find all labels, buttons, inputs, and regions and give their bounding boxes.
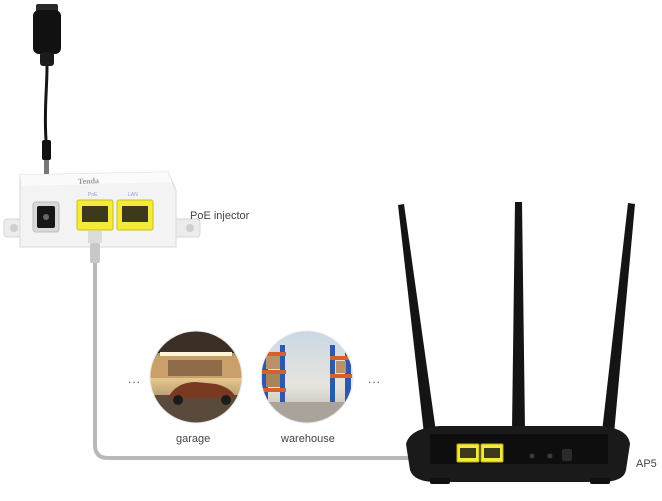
ellipsis-right: ... <box>368 372 382 386</box>
poe-injector-label: PoE injector <box>190 210 250 222</box>
injector-port-poe-label: PoE <box>88 192 98 198</box>
ellipsis-left: ... <box>128 372 142 386</box>
ethernet-cable <box>88 231 454 464</box>
router-ap5 <box>398 202 635 484</box>
injector-port-lan-label: LAN <box>128 192 138 198</box>
poe-injector <box>3 171 201 248</box>
garage-scene <box>150 331 242 423</box>
power-adapter <box>33 4 61 184</box>
warehouse-label: warehouse <box>281 433 335 445</box>
garage-label: garage <box>176 433 211 445</box>
ap5-label: AP5 <box>636 458 657 470</box>
injector-brand: Tenda <box>78 176 99 186</box>
